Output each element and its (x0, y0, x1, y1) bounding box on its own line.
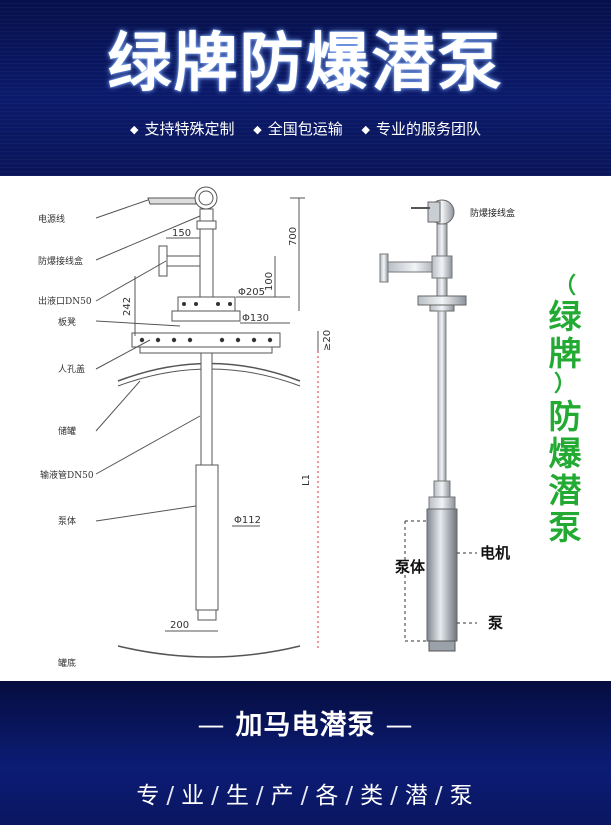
label-tank: 储罐 (58, 425, 76, 437)
label-cable: 电源线 (38, 213, 65, 225)
label-pump: 泵 (488, 614, 503, 632)
dim-phi112: Φ112 (234, 515, 261, 526)
feature-list: ◆支持特殊定制 ◆全国包运输 ◆专业的服务团队 (0, 118, 611, 139)
dim-150: 150 (172, 228, 191, 239)
page-title: 绿牌防爆潜泵 (107, 27, 504, 101)
label-junction-box: 防爆接线盒 (38, 255, 83, 267)
feature-item: ◆全国包运输 (253, 120, 343, 138)
dim-700: 700 (288, 227, 299, 246)
label-pump-body-right: 泵体 (395, 558, 426, 576)
label-outlet: 出液口DN50 (38, 295, 92, 307)
label-tank-bottom: 罐底 (58, 657, 76, 669)
dim-phi205: Φ205 (238, 287, 265, 298)
diamond-icon: ◆ (253, 123, 262, 136)
dim-l1: L1 (301, 474, 312, 486)
dim-100: 100 (264, 272, 275, 291)
brand-line: —加马电潜泵— (197, 710, 414, 741)
pump-rendering (379, 199, 477, 652)
diamond-icon: ◆ (129, 123, 139, 136)
vertical-product-name: （ 绿 牌 ） 防 爆 潜 泵 (548, 274, 582, 547)
label-manhole-cover: 人孔盖 (58, 363, 85, 375)
dim-200: 200 (170, 620, 189, 631)
dim-242: 242 (122, 297, 133, 316)
label-flange-plate: 板凳 (58, 316, 76, 328)
footer-banner: —加马电潜泵— 专/业/生/产/各/类/潜/泵 (0, 681, 611, 825)
label-delivery-pipe: 输液管DN50 (40, 469, 94, 481)
label-junction-box-right: 防爆接线盒 (470, 207, 515, 219)
feature-item: ◆专业的服务团队 (361, 120, 481, 138)
feature-item: ◆支持特殊定制 (129, 120, 235, 138)
header-banner: 绿牌防爆潜泵 ◆支持特殊定制 ◆全国包运输 ◆专业的服务团队 (0, 0, 611, 176)
label-motor: 电机 (480, 544, 510, 562)
slogan: 专/业/生/产/各/类/潜/泵 (136, 783, 475, 809)
flange-bolts (139, 302, 273, 343)
dim-phi130: Φ130 (242, 313, 269, 324)
brand-name: 加马电潜泵 (235, 710, 376, 741)
label-pump-body: 泵体 (58, 515, 76, 527)
diagram-area: 电源线 防爆接线盒 出液口DN50 板凳 人孔盖 储罐 输液管DN50 泵体 罐… (0, 176, 611, 681)
pump-schematic: 电源线 防爆接线盒 出液口DN50 板凳 人孔盖 储罐 输液管DN50 泵体 罐… (38, 186, 515, 669)
dim-20: ≥20 (322, 330, 333, 351)
technical-drawing (95, 186, 319, 658)
diamond-icon: ◆ (361, 123, 370, 136)
